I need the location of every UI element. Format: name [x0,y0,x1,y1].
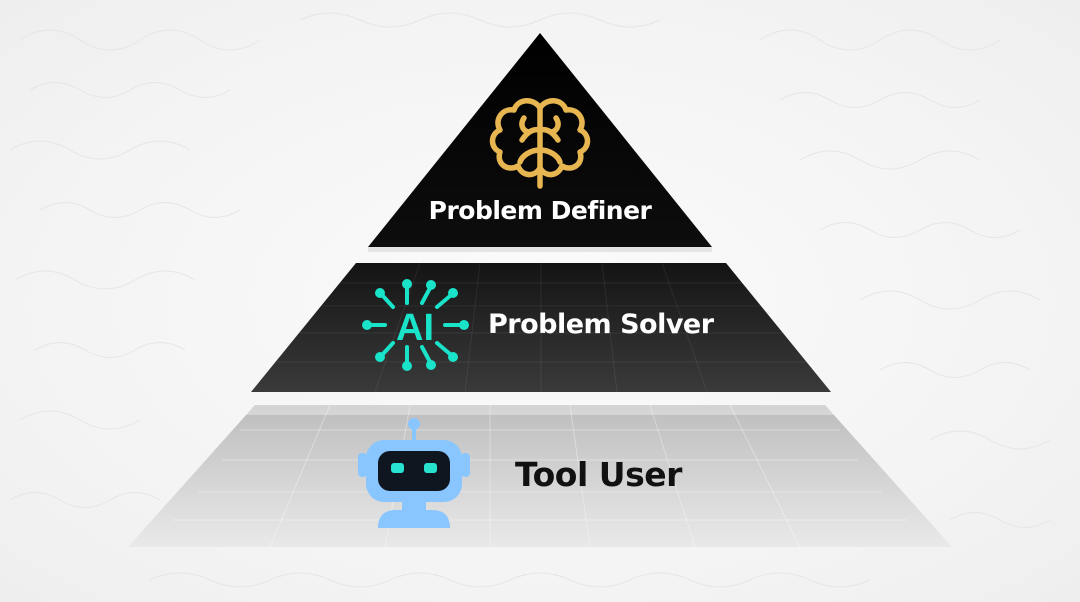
tier-top-label: Problem Definer [428,196,652,225]
ai-icon-text: AI [396,307,434,349]
tier-bottom-shape [128,405,952,547]
tier-middle [251,262,831,393]
tier-bottom-label: Tool User [515,455,682,494]
tier-middle-shape [251,263,831,392]
ai-network-icon: AI [362,279,469,371]
tier-bottom [128,404,952,548]
robot-icon [358,418,470,528]
tier-middle-label: Problem Solver [488,309,714,340]
brain-icon [489,98,591,189]
